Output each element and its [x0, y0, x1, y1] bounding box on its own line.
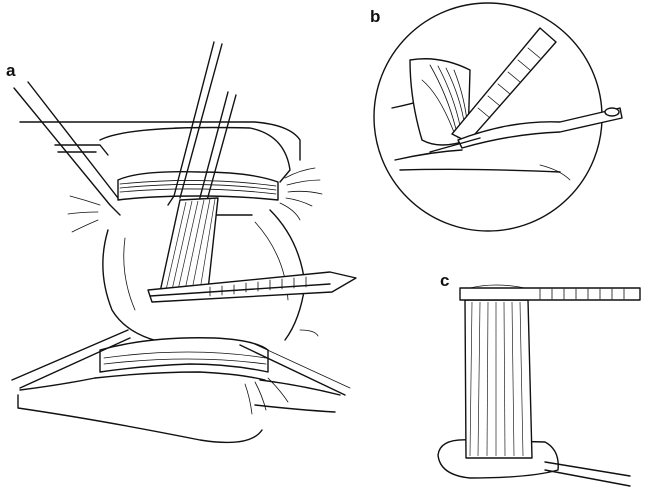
panel-label-c: c [440, 271, 449, 290]
panel-b-drawing [373, 2, 623, 232]
panel-label-a: a [6, 61, 16, 80]
panel-c-drawing [437, 284, 641, 487]
panel-label-b: b [370, 7, 380, 26]
panel-a-drawing [11, 41, 357, 444]
